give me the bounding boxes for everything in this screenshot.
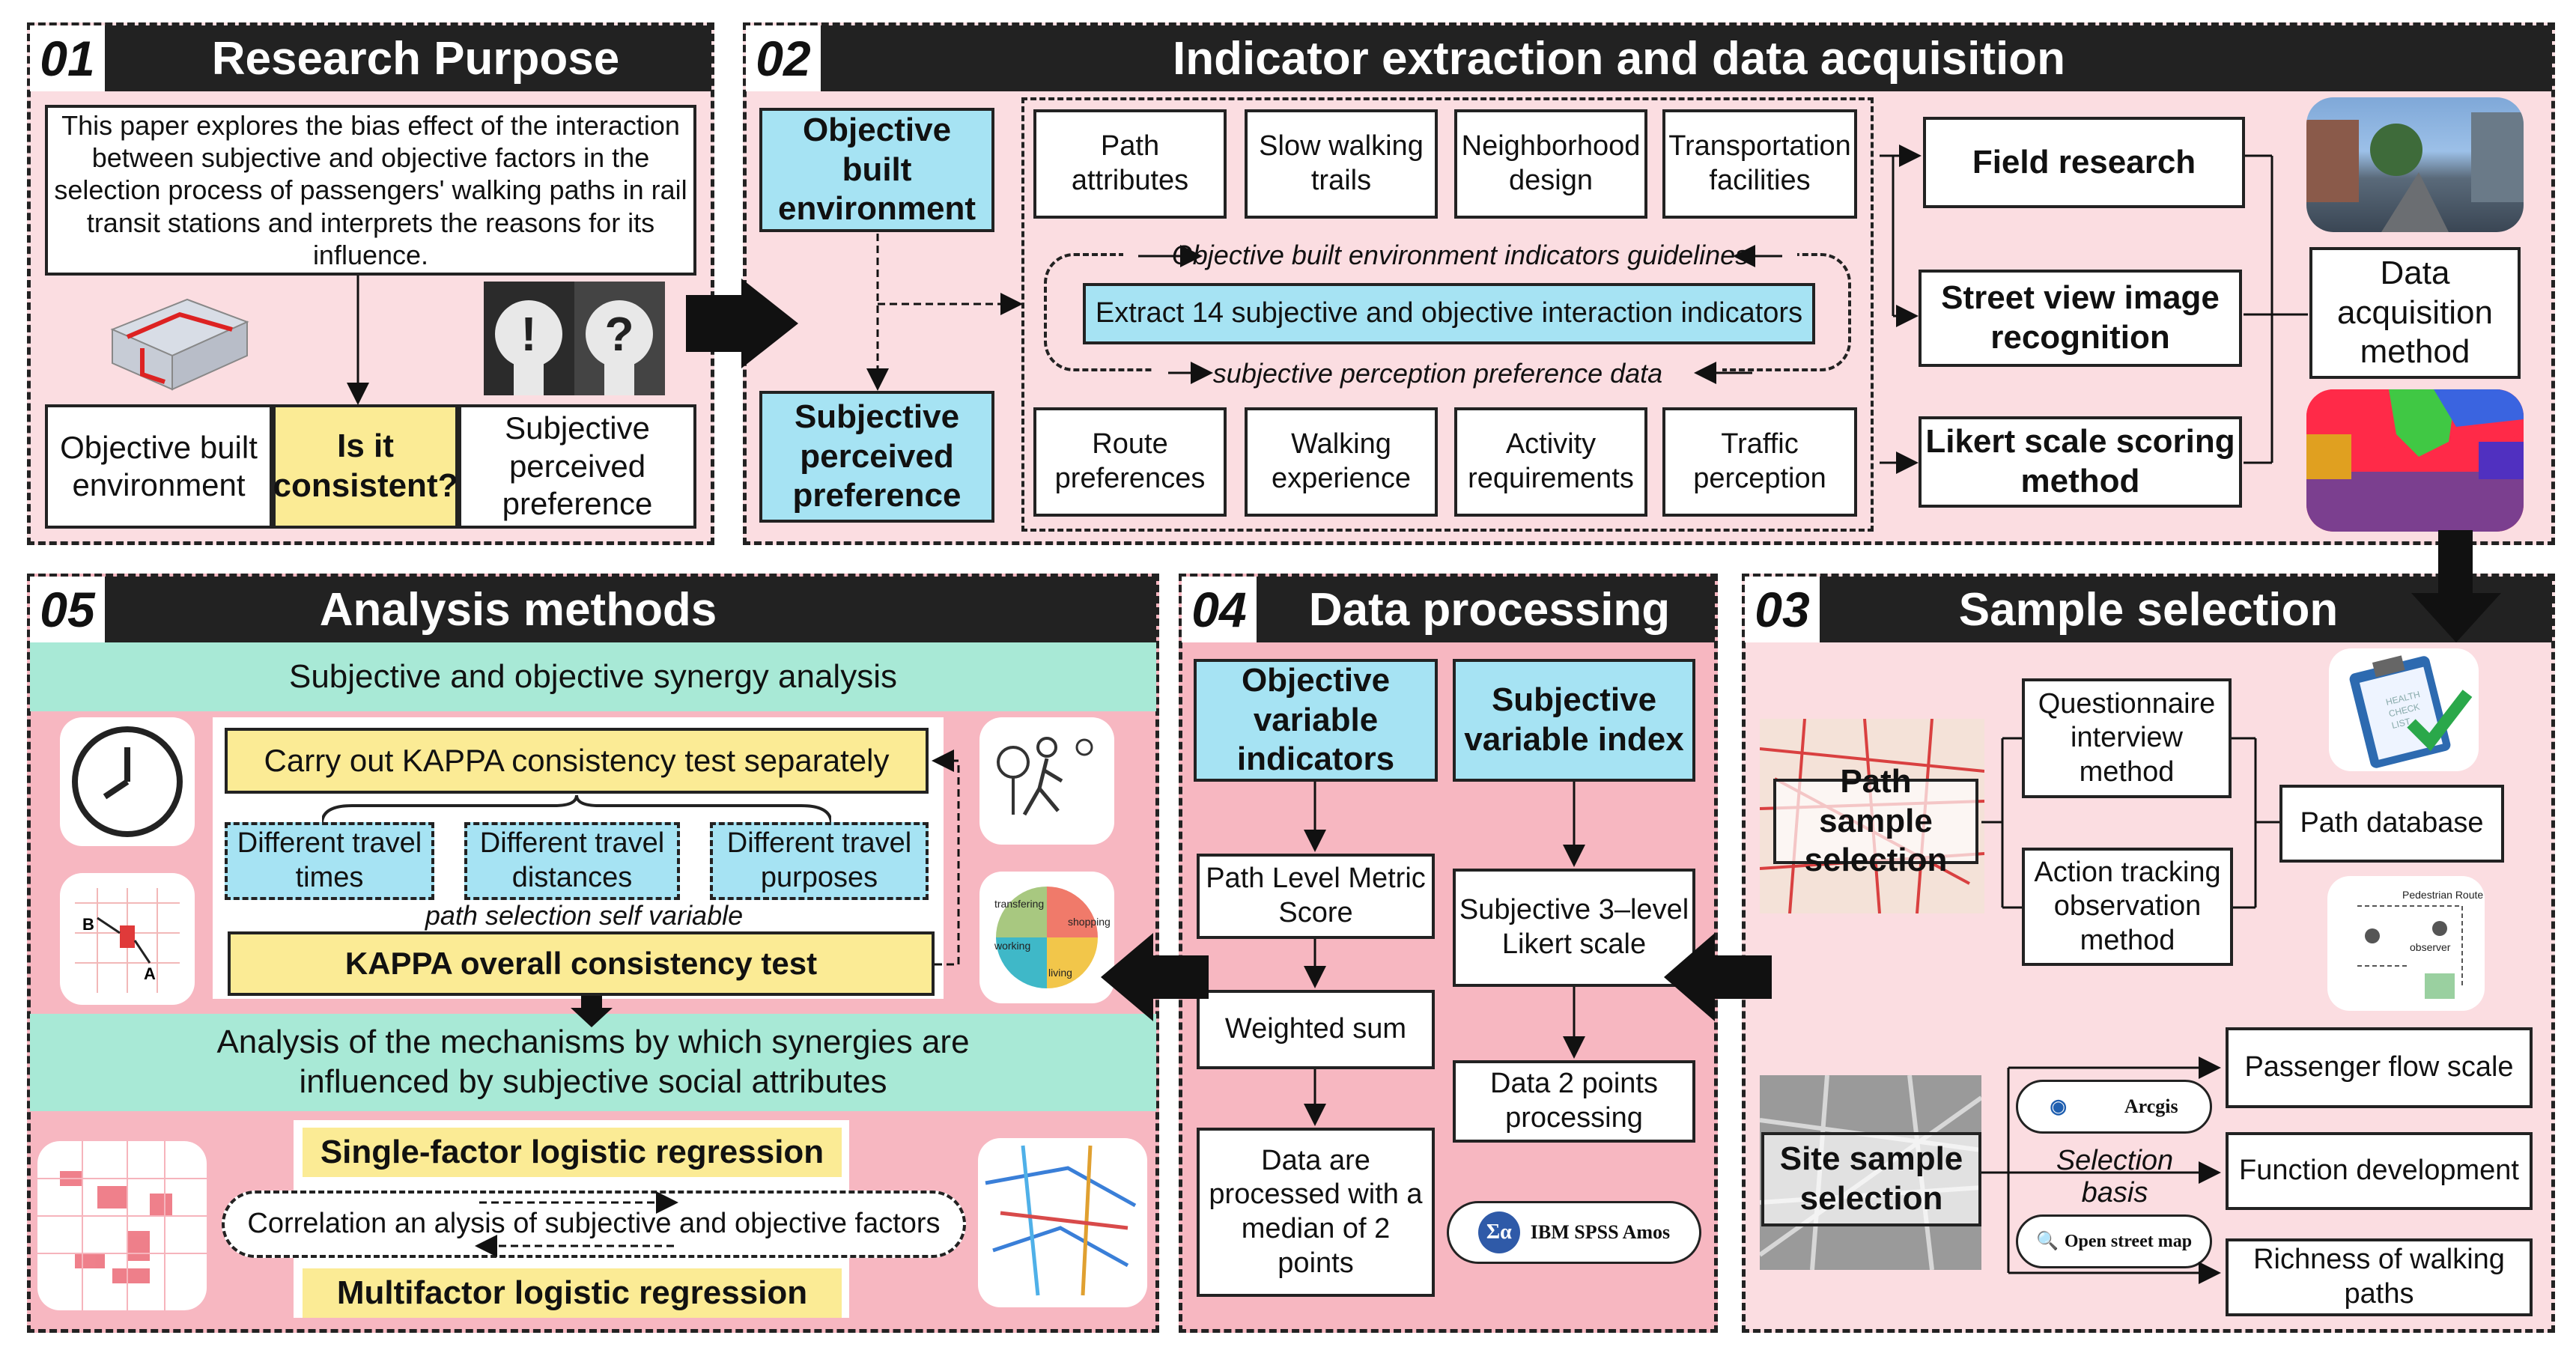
arcgis-globe-icon: ◉ bbox=[2050, 1095, 2068, 1118]
walking-person-icon bbox=[979, 717, 1114, 845]
questionnaire-method-box: Questionnaire interview method bbox=[2022, 678, 2232, 798]
kappa-brace bbox=[322, 795, 831, 824]
field-research-box: Field research bbox=[1923, 117, 2245, 208]
selection-basis-label: Selection basis bbox=[2056, 1145, 2174, 1208]
data-2-points-box: Data 2 points processing bbox=[1453, 1060, 1695, 1143]
path-selection-self-variable-label: path selection self variable bbox=[425, 900, 744, 931]
pie-label-shopping: shopping bbox=[1068, 916, 1111, 928]
objective-built-environment-node: Objective built environment bbox=[759, 108, 994, 232]
path-level-metric-box: Path Level Metric Score bbox=[1197, 854, 1435, 939]
distance-map-icon: B A bbox=[60, 873, 195, 1005]
guideline-label-top: Objective built environment indicators g… bbox=[1123, 237, 1797, 274]
street-view-recognition-box: Street view image recognition bbox=[1919, 270, 2242, 367]
pie-label-living: living bbox=[1048, 967, 1072, 979]
likert-scoring-box: Likert scale scoring method bbox=[1919, 416, 2242, 508]
walking-path-richness-box: Richness of walking paths bbox=[2226, 1238, 2533, 1316]
median-processing-box: Data are processed with a median of 2 po… bbox=[1197, 1128, 1435, 1297]
pie-label-transfering: transfering bbox=[994, 898, 1044, 910]
panel-05-title: Analysis methods bbox=[319, 583, 717, 636]
question-heads-icon: ! ? bbox=[484, 282, 665, 395]
panel-03-title: Sample selection bbox=[1958, 583, 2339, 636]
observer-label: observer bbox=[2410, 941, 2451, 953]
is-it-consistent-box: Is it consistent? bbox=[273, 404, 458, 529]
correlation-analysis-box: Correlation an alysis of subjective and … bbox=[222, 1191, 966, 1258]
different-travel-distances-box: Different travel distances bbox=[464, 822, 680, 900]
panel-05-number: 05 bbox=[30, 577, 105, 642]
segmentation-image-icon bbox=[2306, 389, 2524, 532]
building-illustration-icon bbox=[110, 298, 249, 391]
panel-03-header: Sample selection bbox=[1745, 577, 2552, 642]
checklist-icon: HEALTH CHECK LIST bbox=[2329, 648, 2479, 771]
panel-04-title: Data processing bbox=[1308, 583, 1671, 636]
arcgis-logo: ◉ Arcgis bbox=[2016, 1080, 2212, 1134]
path-database-box: Path database bbox=[2279, 785, 2504, 863]
multifactor-regression-box: Multifactor logistic regression bbox=[303, 1268, 842, 1318]
indicator-activity-requirements: Activity requirements bbox=[1454, 407, 1647, 517]
route-label: Pedestrian Route bbox=[2402, 889, 2483, 901]
pie-label-working: working bbox=[994, 940, 1030, 952]
subjective-variable-index-box: Subjective variable index bbox=[1453, 659, 1695, 782]
map-b-label: B bbox=[82, 915, 94, 934]
site-sample-selection-box: Site sample selection bbox=[1761, 1132, 1981, 1226]
kappa-separate-box: Carry out KAPPA consistency test separat… bbox=[225, 728, 929, 794]
travel-purpose-pie-icon: transfering shopping working living bbox=[979, 872, 1114, 1003]
different-travel-times-box: Different travel times bbox=[225, 822, 434, 900]
panel-02-header: Indicator extraction and data acquisitio… bbox=[746, 25, 2552, 91]
heatmap-image bbox=[37, 1141, 207, 1310]
clip-text-3: LIST bbox=[2390, 716, 2412, 731]
spss-icon: Σα bbox=[1477, 1211, 1520, 1253]
indicator-walking-experience: Walking experience bbox=[1245, 407, 1438, 517]
indicator-transportation-facilities: Transportation facilities bbox=[1662, 109, 1857, 219]
likert-3-level-box: Subjective 3–level Likert scale bbox=[1453, 869, 1695, 987]
indicator-group-frame bbox=[1021, 97, 1874, 532]
single-factor-regression-box: Single-factor logistic regression bbox=[303, 1128, 842, 1177]
extract-indicators-box: Extract 14 subjective and objective inte… bbox=[1083, 283, 1815, 344]
osm-label: Open street map bbox=[2064, 1231, 2193, 1251]
function-development-box: Function development bbox=[2226, 1132, 2533, 1210]
data-acquisition-method-box: Data acquisition method bbox=[2309, 247, 2521, 379]
clock-icon bbox=[60, 717, 195, 846]
panel-01-number: 01 bbox=[30, 25, 105, 91]
mechanism-analysis-bar: Analysis of the mechanisms by which syne… bbox=[30, 1014, 1156, 1111]
indicator-traffic-perception: Traffic perception bbox=[1662, 407, 1857, 517]
arcgis-label: Arcgis bbox=[2124, 1095, 2178, 1118]
indicator-neighborhood-design: Neighborhood design bbox=[1454, 109, 1647, 219]
panel-04-number: 04 bbox=[1182, 577, 1257, 642]
synergy-analysis-bar: Subjective and objective synergy analysi… bbox=[30, 642, 1156, 711]
guideline-label-bottom: subjective perception preference data bbox=[1153, 355, 1722, 392]
objective-variable-indicators-box: Objective variable indicators bbox=[1194, 659, 1438, 782]
osm-magnifier-icon: 🔍 bbox=[2035, 1230, 2059, 1251]
subjective-perceived-preference-node: Subjective perceived preference bbox=[759, 391, 994, 523]
kappa-overall-box: KAPPA overall consistency test bbox=[228, 931, 935, 996]
different-travel-purposes-box: Different travel purposes bbox=[710, 822, 929, 900]
panel-05-header: Analysis methods bbox=[30, 577, 1156, 642]
weighted-sum-box: Weighted sum bbox=[1197, 990, 1435, 1069]
indicator-path-attributes: Path attributes bbox=[1033, 109, 1227, 219]
panel-02-number: 02 bbox=[746, 25, 821, 91]
panel-02-title: Indicator extraction and data acquisitio… bbox=[1173, 32, 2065, 85]
indicator-route-preferences: Route preferences bbox=[1033, 407, 1227, 517]
indicator-slow-walking-trails: Slow walking trails bbox=[1245, 109, 1438, 219]
route-tracking-icon: Pedestrian Route observer bbox=[2327, 876, 2485, 1011]
map-a-label: A bbox=[144, 964, 156, 983]
research-intro-text: This paper explores the bias effect of t… bbox=[45, 105, 696, 276]
panel-01-title: Research Purpose bbox=[211, 32, 620, 85]
spss-label: IBM SPSS Amos bbox=[1530, 1221, 1671, 1244]
passenger-flow-box: Passenger flow scale bbox=[2226, 1027, 2533, 1108]
panel-04-header: Data processing bbox=[1182, 577, 1715, 642]
svg-text:?: ? bbox=[604, 307, 634, 361]
panel-03-number: 03 bbox=[1745, 577, 1820, 642]
svg-text:!: ! bbox=[520, 307, 536, 361]
subjective-perceived-preference-box: Subjective perceived preference bbox=[458, 404, 696, 529]
street-photo-icon bbox=[2306, 97, 2524, 232]
osm-logo: 🔍 Open street map bbox=[2016, 1214, 2212, 1268]
action-tracking-box: Action tracking observation method bbox=[2022, 848, 2233, 966]
network-map-image bbox=[978, 1138, 1147, 1307]
spss-amos-logo: Σα IBM SPSS Amos bbox=[1447, 1201, 1701, 1264]
panel-01-header: Research Purpose bbox=[30, 25, 711, 91]
objective-built-environment-box: Objective built environment bbox=[45, 404, 273, 529]
